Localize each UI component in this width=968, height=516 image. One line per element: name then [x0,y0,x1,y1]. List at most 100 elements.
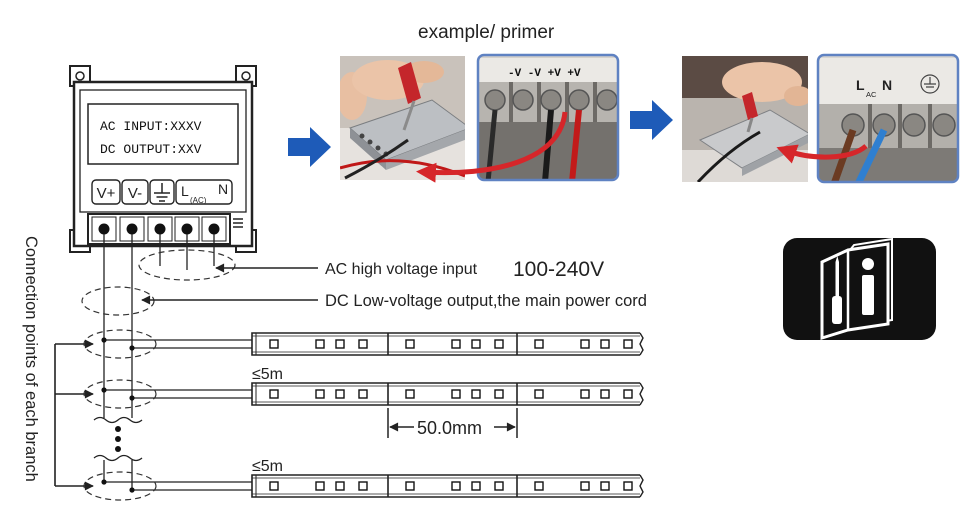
book-icon [820,242,890,341]
terminal-screw-l [181,223,193,235]
led-chip [451,339,461,349]
led-chip [623,339,633,349]
ac-terminal-l: L [856,77,865,93]
led-chip [335,481,345,491]
dc-output-rating: DC OUTPUT:XXV [100,142,202,157]
photo-wiring-screwdriver [340,56,465,180]
led-chip [471,389,481,399]
led-chip [600,389,610,399]
led-chip [315,481,325,491]
led-chip [623,389,633,399]
led-strip-2 [55,379,644,409]
dc-output-label: DC Low-voltage output,the main power cor… [325,292,647,310]
strip-body [251,332,640,356]
led-chip [534,389,544,399]
terminal-label-v-plus: V+ [97,185,116,202]
led-chip [534,481,544,491]
instruction-manual-icon [783,237,936,341]
led-chip [580,389,590,399]
dc-main-wires [93,234,143,490]
terminal-screw-n [208,223,220,235]
ac-input-ellipse [138,249,236,281]
terminal-label-box [121,179,149,205]
ac-terminal-ac: AC [866,90,877,99]
ground-icon [154,183,170,202]
led-chip [315,339,325,349]
terminal-label-ac: (AC) [190,196,207,205]
max-length-label: ≤5m [252,366,283,383]
led-chip [358,389,368,399]
wire-break-mark [93,454,143,462]
led-chip [358,481,368,491]
led-strip-1 [55,329,644,359]
led-chip [335,339,345,349]
led-chip [269,339,279,349]
photo-border [476,53,620,182]
led-chip [405,339,415,349]
power-supply: AC INPUT:XXXV DC OUTPUT:XXV V+ V- L (AC)… [69,65,257,253]
led-strips [55,329,644,501]
blue-right-arrow-icon [288,127,331,167]
led-chip [600,339,610,349]
ac-input-label: AC high voltage input [325,261,478,278]
junction-dot [129,487,135,493]
ac-input-wires [159,234,215,270]
led-chip [494,339,504,349]
strip-body [251,474,640,498]
led-chip [405,481,415,491]
title: example/ primer [418,22,555,43]
led-chip [580,481,590,491]
rating-label-box [87,103,239,165]
photo-dc-terminals: -V -V +V +V [476,53,620,182]
strip-cut-edge [639,474,644,498]
continuation-dot [115,446,121,452]
red-callout-arrow [776,143,868,164]
vent-stripes [233,218,243,228]
led-chip [494,481,504,491]
led-chip [315,389,325,399]
terminal-screw-v-minus [126,223,138,235]
cut-spacing-label: 50.0mm [417,418,482,438]
terminal-screws [91,216,227,242]
ac-voltage-label: 100-240V [513,258,604,281]
led-chip [269,481,279,491]
wire-break-mark [93,416,143,424]
continuation-dot [115,426,121,432]
info-i-icon [862,258,874,315]
junction-dot [129,395,135,401]
terminal-label-l: L [181,183,189,199]
mounting-hole [75,71,85,81]
led-chip [335,389,345,399]
terminal-label-n: N [218,181,228,197]
continuation-dot [115,436,121,442]
blue-right-arrow-icon [630,100,673,140]
red-callout-arrow [416,111,568,183]
connection-point-ellipse [83,471,157,501]
junction-dot [101,337,107,343]
strip-body [251,382,640,406]
dc-terminal-strip-text: -V -V +V +V [508,68,581,80]
connection-points-label: Connection points of each branch [22,236,40,482]
led-chip [623,481,633,491]
led-chip [600,481,610,491]
led-chip [471,481,481,491]
led-chip [494,389,504,399]
junction-dot [101,479,107,485]
terminal-label-v-minus: V- [128,185,142,202]
led-chip [358,339,368,349]
led-chip [269,389,279,399]
connection-point-ellipse [83,329,157,359]
strip-cut-edge [639,332,644,356]
terminal-label-box [91,179,121,205]
cut-spacing-dimension: 50.0mm [387,408,518,438]
dc-output-ellipse [81,286,155,316]
strip-cut-edge [639,382,644,406]
photo-ac-wiring [682,56,808,182]
connection-point-ellipse [83,379,157,409]
led-strip-3 [55,471,644,501]
photo-border [816,53,960,184]
led-chip [451,481,461,491]
terminal-screw-ground [154,223,166,235]
max-length-label: ≤5m [252,458,283,475]
